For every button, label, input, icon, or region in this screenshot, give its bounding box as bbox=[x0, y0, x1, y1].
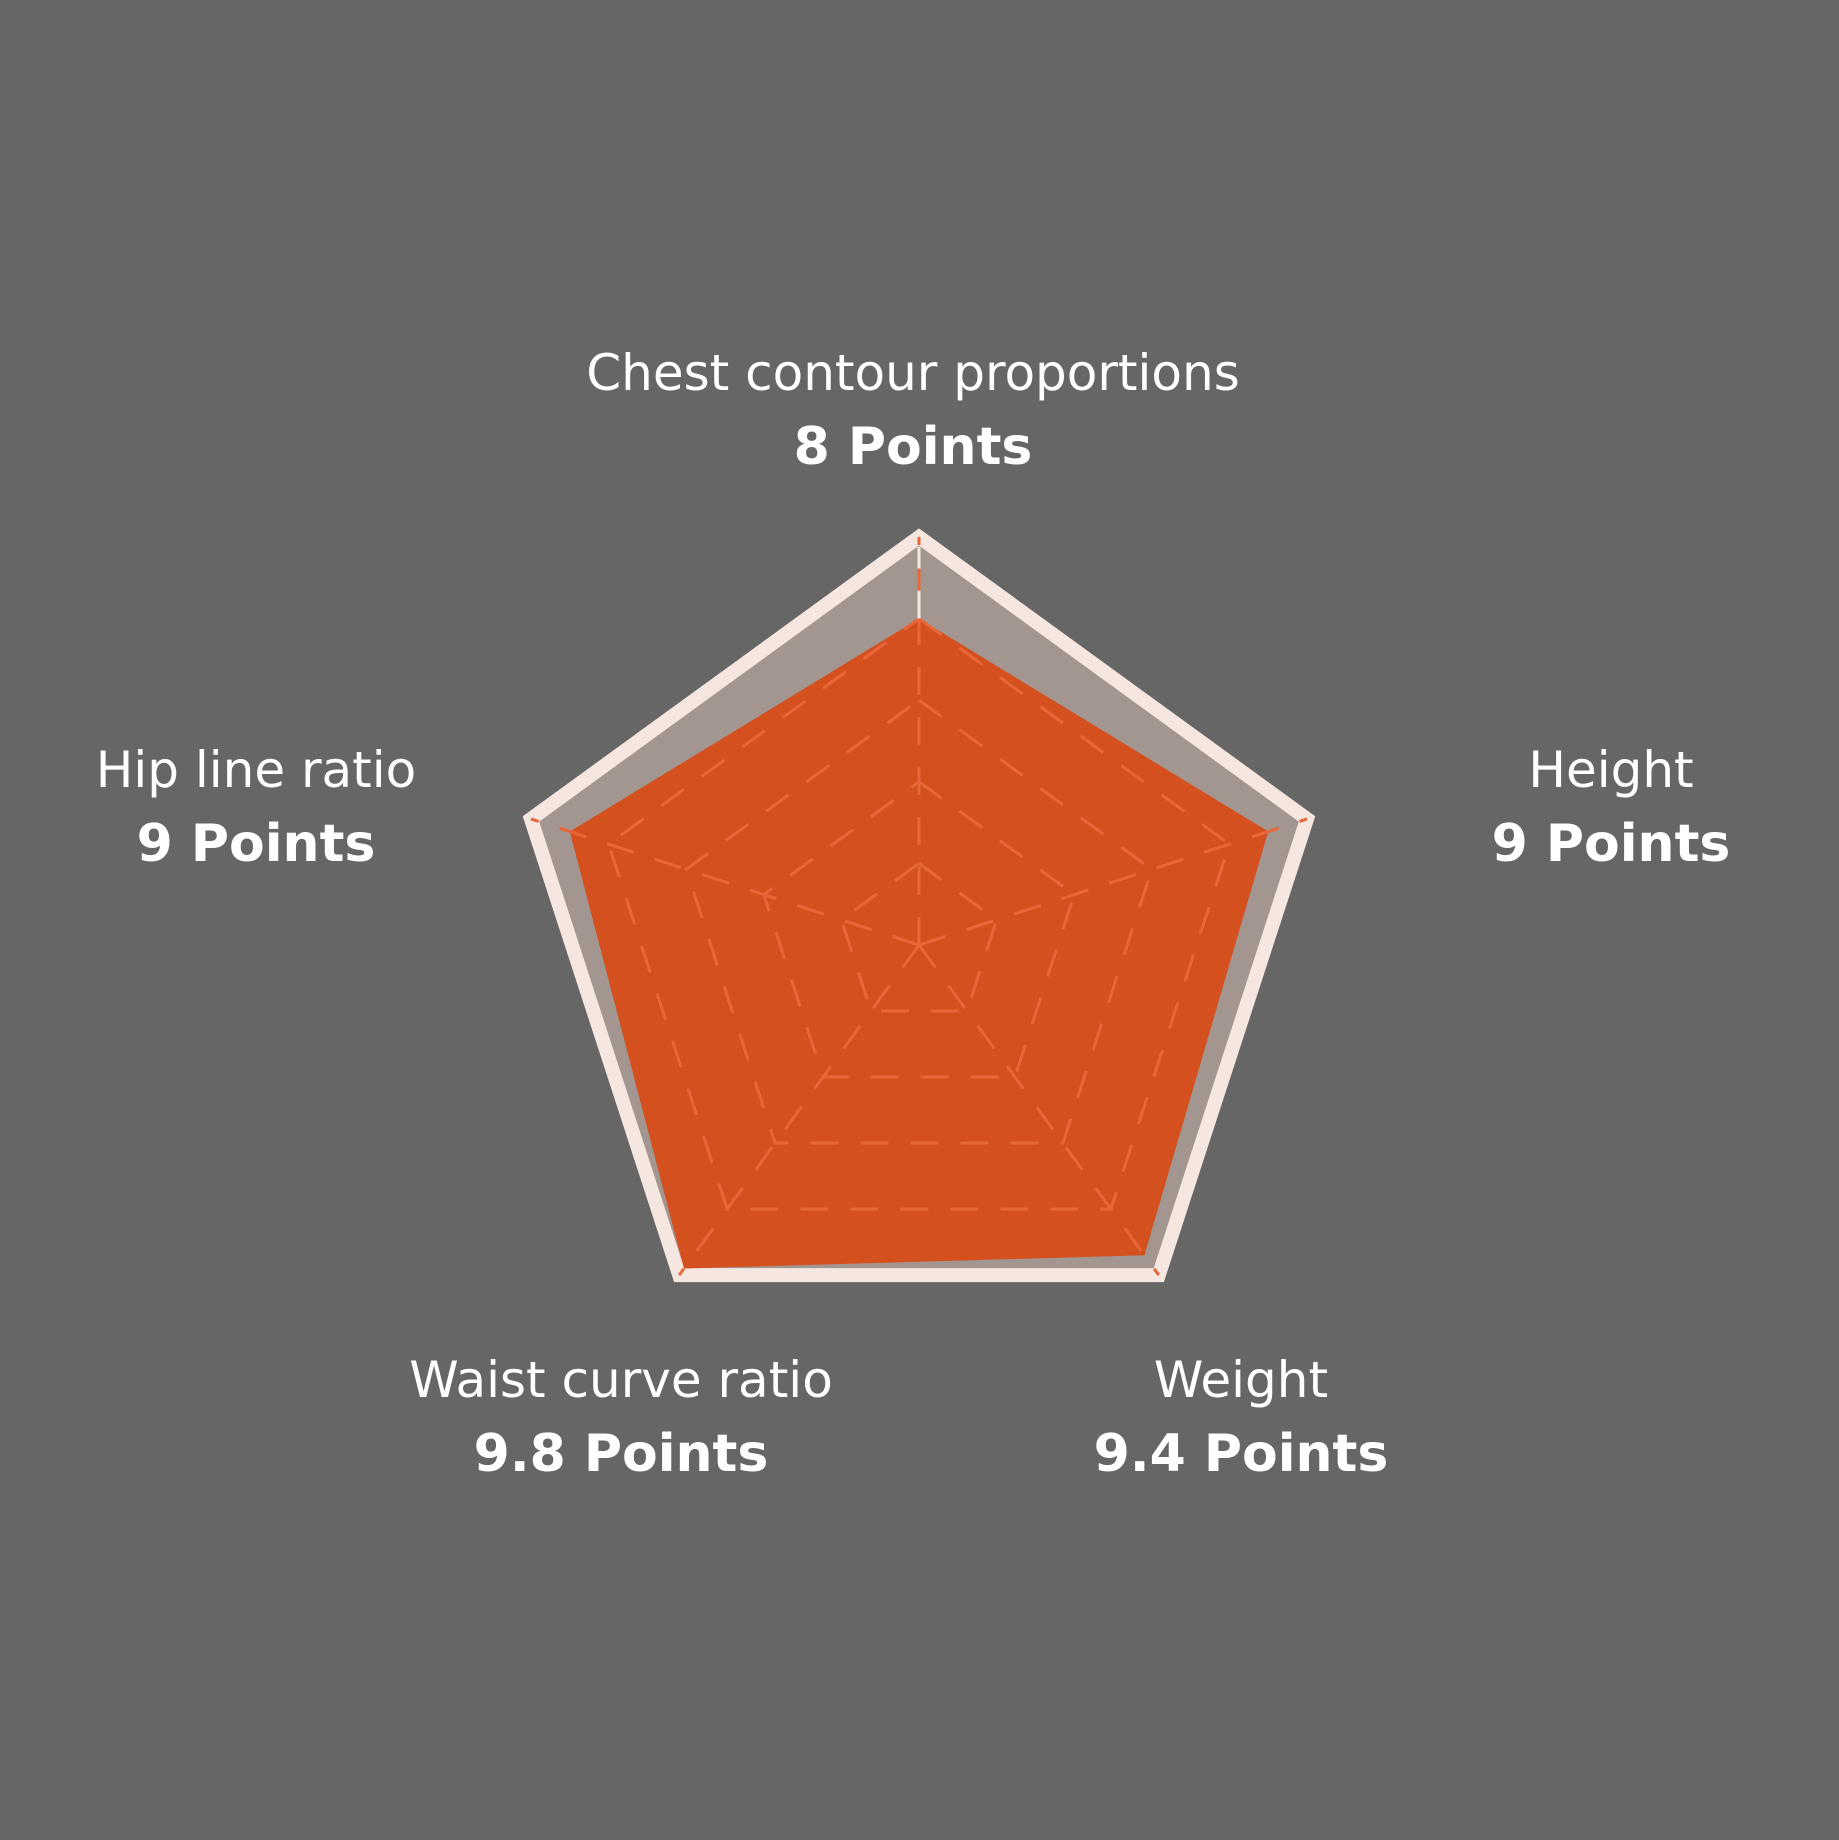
grid-ring bbox=[762, 779, 1076, 1079]
axis-spoke bbox=[917, 944, 1161, 1276]
axis-spoke bbox=[918, 817, 1308, 947]
axis-label: Weight bbox=[1154, 1351, 1328, 1409]
axis-label: Hip line ratio bbox=[96, 741, 417, 799]
data-label: 9 Points bbox=[1492, 814, 1731, 874]
data-label: 9 Points bbox=[137, 814, 376, 874]
grid bbox=[530, 537, 1308, 1276]
axis-label: Height bbox=[1528, 741, 1693, 799]
axis-label: Waist curve ratio bbox=[409, 1351, 833, 1409]
axis-spoke bbox=[677, 944, 921, 1276]
data-label: 9.8 Points bbox=[474, 1424, 769, 1484]
axis-label: Chest contour proportions bbox=[586, 344, 1240, 402]
data-label: 9.4 Points bbox=[1094, 1424, 1389, 1484]
axis-spoke bbox=[530, 817, 920, 947]
grid-ring bbox=[606, 616, 1232, 1211]
grid-ring bbox=[684, 698, 1154, 1145]
data-label: 8 Points bbox=[794, 417, 1033, 477]
